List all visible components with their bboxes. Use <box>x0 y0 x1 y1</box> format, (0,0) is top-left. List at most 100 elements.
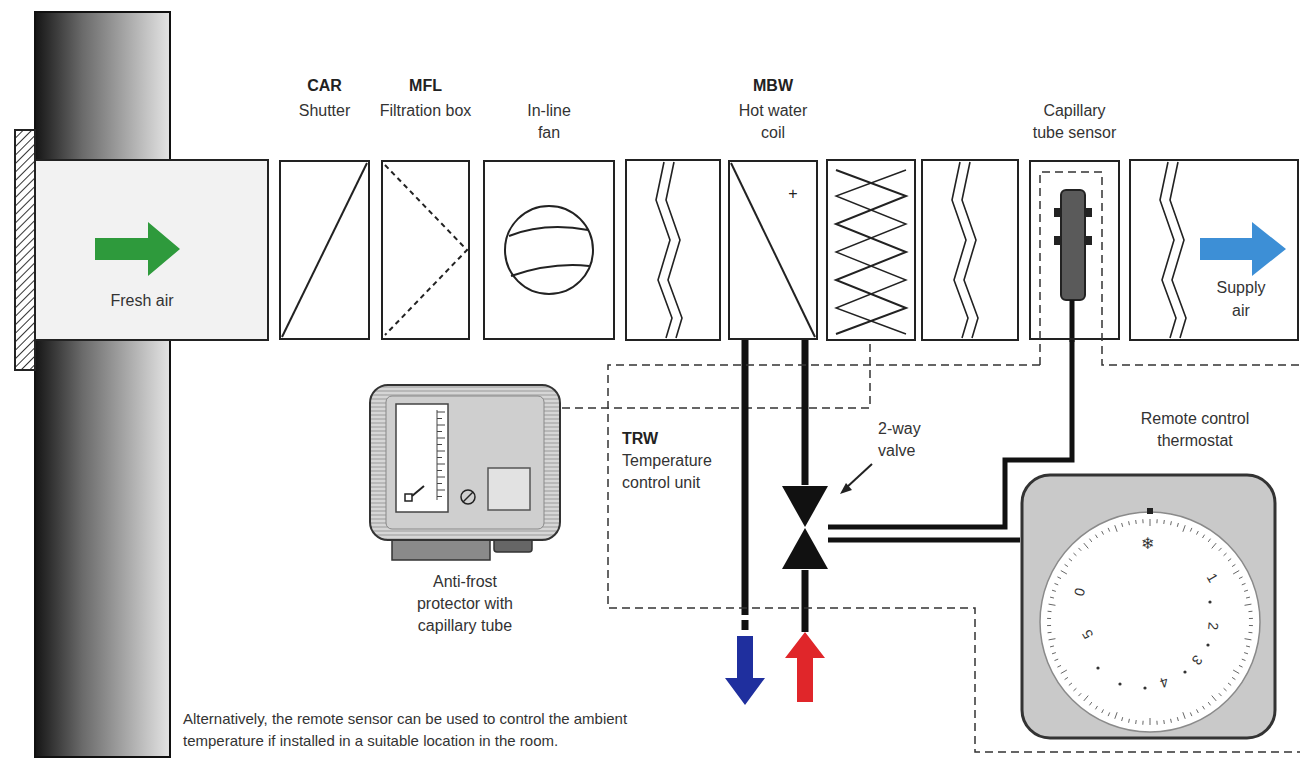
dial-tick <box>1244 590 1248 591</box>
filter-media <box>385 165 467 335</box>
coil-diagonal <box>731 163 815 337</box>
dial-tick <box>1196 531 1198 535</box>
dial-tick <box>1177 717 1178 721</box>
dial-tick <box>1202 706 1204 709</box>
dial-tick <box>1069 683 1072 685</box>
dial-tick <box>1232 677 1235 679</box>
sensor-probe <box>1054 190 1092 342</box>
dial-tick <box>1052 653 1056 654</box>
region-outline <box>608 365 1300 752</box>
dial-tick <box>1057 577 1061 579</box>
dial-tick <box>1049 639 1056 640</box>
anti-frost-device <box>396 404 448 512</box>
sensor-probe <box>1070 300 1075 342</box>
thermostat-body <box>1147 508 1153 514</box>
valve-pointer <box>840 483 852 494</box>
dial-tick <box>1047 625 1051 626</box>
two-way-valve: 2-way valve <box>782 485 828 570</box>
supply-air-duct <box>1160 162 1186 338</box>
dial-tick <box>1069 559 1072 561</box>
dial-tick <box>1242 583 1246 584</box>
dial-dot <box>1183 670 1186 673</box>
dial-tick <box>1212 543 1216 548</box>
anti-frost-device <box>488 468 530 510</box>
dial-tick <box>1055 659 1059 660</box>
supply-air-duct <box>1200 222 1286 276</box>
dial-tick <box>1245 639 1252 640</box>
flexible-connector <box>952 162 978 338</box>
shutter-blade <box>282 163 367 337</box>
dial-tick <box>1122 523 1123 527</box>
dial-tick <box>1084 696 1088 701</box>
dial-tick <box>1128 521 1130 525</box>
water-pipe <box>725 340 825 705</box>
water-pipe <box>725 636 765 705</box>
dial-tick <box>1183 712 1185 719</box>
dial-tick <box>1078 548 1081 551</box>
frost-coil-section <box>827 160 915 340</box>
dial-tick <box>1239 577 1243 579</box>
dial-tick <box>1055 583 1059 584</box>
dial-tick <box>1095 535 1097 538</box>
dial-tick <box>1208 702 1210 705</box>
thermostat-body <box>1022 475 1275 738</box>
anti-frost-device <box>370 385 560 540</box>
part-label: Shutter <box>275 100 375 122</box>
dial-tick <box>1061 670 1067 674</box>
dial-tick <box>1115 712 1117 719</box>
frost-coil-section <box>827 160 915 340</box>
dial-tick <box>1163 720 1165 724</box>
sensor-probe <box>1061 190 1085 300</box>
flow-label: + <box>783 182 803 205</box>
coil-diagonal <box>731 163 815 337</box>
dial-tick <box>1232 564 1235 566</box>
dial-tick <box>1248 611 1252 612</box>
remote-thermostat: Remote control thermostat <box>1020 405 1278 742</box>
part-label: 2-way valve <box>878 418 942 462</box>
dial-tick <box>1135 720 1137 724</box>
scale-tick <box>437 490 445 491</box>
scale-tick <box>437 483 442 484</box>
dial-tick <box>1190 528 1192 532</box>
dial-dot <box>1208 600 1211 603</box>
dial-mark: ❄ <box>1136 532 1160 555</box>
thermostat-body <box>1040 512 1260 732</box>
dial-tick <box>1049 604 1056 605</box>
valve-symbol <box>782 486 828 527</box>
sensor-probe <box>1054 236 1062 245</box>
pipe-connector <box>828 340 1072 527</box>
dial-tick <box>1115 525 1117 532</box>
sensor-box: Capillary tube sensor <box>1029 160 1120 340</box>
part-code: MFL <box>380 75 472 97</box>
dial-tick <box>1108 528 1110 532</box>
dial-tick <box>1156 519 1157 523</box>
dial-tick <box>1050 645 1054 647</box>
wall <box>35 12 170 757</box>
sensor-probe <box>1054 208 1062 217</box>
valve-symbol <box>782 485 828 570</box>
part-label: Capillary tube sensor <box>1029 100 1121 144</box>
dial-tick <box>1246 645 1250 647</box>
scale-tick <box>437 431 442 432</box>
dial-tick <box>1233 670 1239 674</box>
anti-frost-device <box>437 410 438 500</box>
dial-tick <box>1048 632 1052 633</box>
dial-tick <box>1170 521 1172 525</box>
valve-pointer <box>840 464 872 494</box>
part-label: Filtration box <box>380 100 472 122</box>
anti-frost-protector: Anti-frost protector with capillary tube <box>368 385 562 562</box>
dial-tick <box>1065 564 1068 566</box>
dial-tick <box>1142 721 1143 725</box>
supply-air-duct <box>1130 160 1298 340</box>
dial-tick <box>1202 535 1204 538</box>
scale-tick <box>437 477 445 478</box>
scale-tick <box>437 412 445 497</box>
scale-tick <box>437 418 442 419</box>
flexible-connector <box>626 160 1018 340</box>
dial-tick <box>1057 665 1061 667</box>
frost-coil-section <box>836 170 906 334</box>
dial-tick <box>1102 709 1104 713</box>
valve-pointer <box>846 464 872 488</box>
dial-tick <box>1073 553 1076 556</box>
dial-tick <box>1150 718 1151 725</box>
